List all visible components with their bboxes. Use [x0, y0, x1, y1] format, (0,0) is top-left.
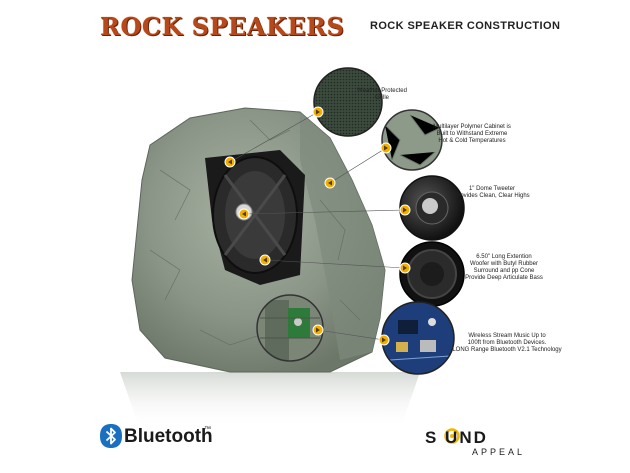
marker-cabinet-circle	[380, 142, 392, 154]
internal-board-circle	[256, 294, 324, 362]
bluetooth-board-circle	[381, 301, 455, 375]
rock-texture	[149, 119, 361, 346]
brand-main-text: S UND	[425, 428, 488, 447]
woofer-detail-circle	[399, 241, 465, 307]
leader-lines	[229, 111, 406, 341]
callout-woofer: 6.50" Long Extention Woofer with Butyl R…	[465, 254, 543, 281]
bluetooth-logo-icon	[100, 424, 122, 448]
callout-cabinet: Multilayer Polymer Cabinet is Built to W…	[433, 124, 511, 144]
callout-grille: Weather Protected Grille	[357, 88, 407, 101]
callout-bluetooth: Wireless Stream Music Up to 100ft from B…	[452, 333, 562, 353]
callout-markers	[224, 106, 411, 346]
marker-bluetooth-circle	[378, 334, 390, 346]
bluetooth-trademark: ™	[204, 426, 211, 433]
grille-detail-circle	[313, 67, 383, 137]
marker-woofer-circle	[399, 262, 411, 274]
page-title: ROCK SPEAKERS	[100, 12, 345, 41]
sound-appeal-logo-icon	[444, 428, 460, 444]
marker-grille-circle	[312, 106, 324, 118]
callout-tweeter: 1" Dome Tweeter Provides Clean, Clear Hi…	[454, 186, 530, 199]
page-subtitle: ROCK SPEAKER CONSTRUCTION	[370, 20, 561, 32]
marker-cabinet	[324, 177, 336, 189]
bluetooth-wordmark: Bluetooth	[124, 426, 213, 447]
brand-sub-text: APPEAL	[472, 447, 526, 457]
sound-appeal-wordmark: S UND	[425, 428, 488, 448]
marker-tweeter-circle	[399, 204, 411, 216]
marker-bluetooth	[312, 324, 324, 336]
marker-woofer	[259, 254, 271, 266]
tweeter-detail-circle	[399, 175, 465, 241]
rock-reflection	[120, 372, 420, 430]
marker-grille	[224, 156, 236, 168]
marker-tweeter	[238, 208, 250, 220]
rock-side-face	[300, 112, 385, 360]
cabinet-detail-circle	[381, 109, 443, 171]
